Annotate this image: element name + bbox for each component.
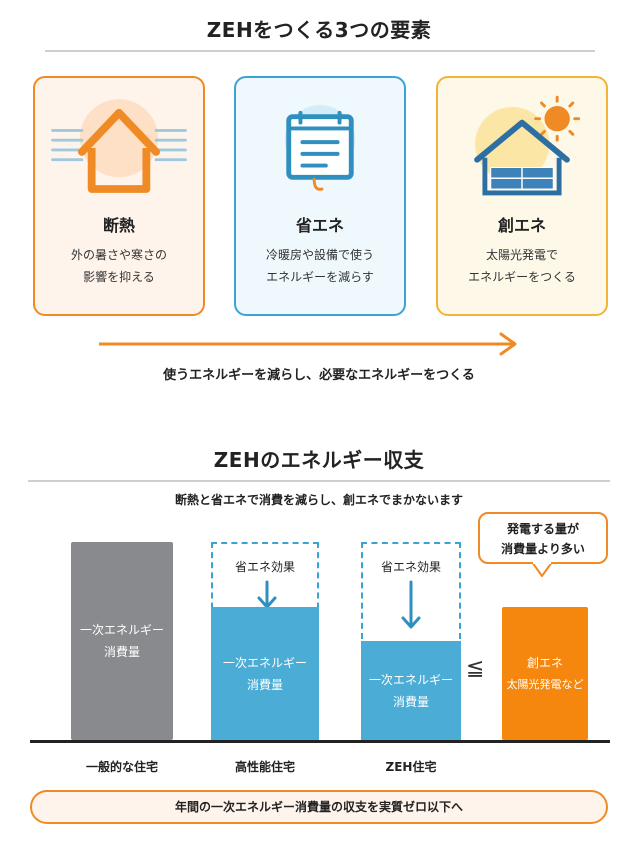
label-high-performance-house: 高性能住宅 (234, 760, 295, 774)
bar-general-house: 一次エネルギー 消費量 (71, 542, 173, 740)
title-divider (45, 50, 595, 52)
label-general-house: 一般的な住宅 (85, 760, 158, 774)
card-description: 冷暖房や設備で使う エネルギーを減らす (265, 248, 374, 284)
card-title: 省エネ (295, 216, 344, 235)
flow-arrow-icon (99, 332, 517, 356)
card-description: 外の暑さや寒さの 影響を抑える (70, 248, 167, 284)
footer-summary: 年間の一次エネルギー消費量の収支を実質ゼロ以下へ (30, 790, 608, 824)
section2-subtitle: 断熱と省エネで消費を減らし、創エネでまかないます (174, 493, 463, 507)
baseline (30, 740, 610, 743)
section2-title: ZEHのエネルギー収支 (213, 448, 425, 472)
energy-meter-icon (284, 105, 356, 191)
card-title: 創エネ (497, 216, 546, 235)
callout-pointer (531, 562, 553, 577)
insulated-house-icon (51, 99, 187, 193)
card-energy-creation: 創エネ 太陽光発電で エネルギーをつくる (436, 76, 608, 316)
card-insulation: 断熱 外の暑さや寒さの 影響を抑える (33, 76, 205, 316)
section1-title: ZEHをつくる3つの要素 (206, 18, 432, 42)
energy-saving-effect-label: 省エネ効果 (380, 560, 441, 574)
compare-symbol: ≦ (466, 656, 485, 681)
callout-bubble: 発電する量が 消費量より多い (478, 512, 608, 564)
card-description: 太陽光発電で エネルギーをつくる (468, 248, 576, 284)
sun-icon (534, 95, 581, 142)
energy-saving-effect-label: 省エネ効果 (234, 560, 295, 574)
flow-caption: 使うエネルギーを減らし、必要なエネルギーをつくる (163, 368, 475, 383)
card-title: 断熱 (102, 216, 135, 235)
label-zeh-house: ZEH住宅 (385, 760, 437, 774)
card-energy-saving: 省エネ 冷暖房や設備で使う エネルギーを減らす (234, 76, 406, 316)
down-arrow-icon (401, 580, 421, 629)
bar-zeh-house: 一次エネルギー 消費量 (361, 641, 461, 740)
down-arrow-icon (257, 580, 277, 609)
solar-house-icon (474, 95, 581, 196)
title-divider (28, 480, 610, 482)
bar-energy-creation: 創エネ 太陽光発電など (502, 607, 588, 740)
bar-high-performance-house: 一次エネルギー 消費量 (211, 607, 319, 740)
